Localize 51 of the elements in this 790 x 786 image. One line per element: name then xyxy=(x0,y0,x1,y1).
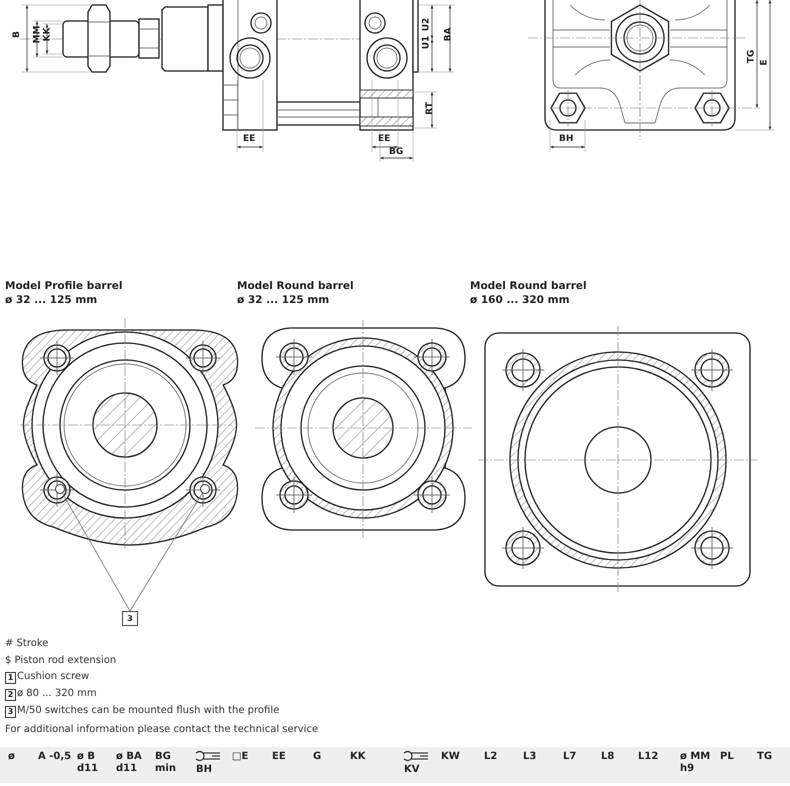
note-text: Cushion screw xyxy=(17,671,90,683)
view-title: Model Profile barrel xyxy=(5,280,122,293)
column-header: TG xyxy=(757,751,774,762)
note-number: 1 xyxy=(5,672,16,684)
column-header: L7 xyxy=(563,751,578,762)
dimension-label: TG xyxy=(747,50,756,64)
column-header: G xyxy=(313,751,322,762)
column-header: KK xyxy=(350,751,367,762)
dimension-label: MM xyxy=(33,26,42,44)
column-header: ø B d11 xyxy=(77,751,100,774)
dimension-label: U1 xyxy=(422,36,432,50)
column-header: PL xyxy=(720,751,735,762)
dimension-label: EE xyxy=(243,135,256,144)
dimension-label: BG xyxy=(389,148,404,157)
column-header: □E xyxy=(232,751,250,762)
column-header: L8 xyxy=(601,751,616,762)
note-text: $ Piston rod extension xyxy=(5,655,116,667)
note-text: For additional information please contact the technical service xyxy=(5,724,318,736)
column-header: L12 xyxy=(638,751,660,762)
dimension-label: BA xyxy=(444,28,454,42)
view-title: ø 160 ... 320 mm xyxy=(470,294,570,307)
column-header: KW xyxy=(441,751,461,762)
note-number: 2 xyxy=(5,689,16,701)
leader-line xyxy=(130,492,203,612)
dimension-label: U2 xyxy=(422,18,432,32)
column-header: BH xyxy=(196,764,213,776)
column-header: EE xyxy=(272,751,287,762)
note-text: ø 80 ... 320 mm xyxy=(17,688,97,700)
dimension-label: BH xyxy=(559,135,574,144)
column-header: L3 xyxy=(523,751,538,762)
note-text: M/50 switches can be mounted flush with the profile xyxy=(17,705,280,717)
callout-number: 3 xyxy=(122,611,138,626)
dimension-label: B xyxy=(12,31,22,38)
view-title: ø 32 ... 125 mm xyxy=(5,294,98,307)
column-header: A -0,5 xyxy=(38,751,72,762)
view-title: Model Round barrel xyxy=(237,280,354,293)
dimension-label: EE xyxy=(378,135,390,144)
note-text: # Stroke xyxy=(5,638,48,650)
column-header: ø xyxy=(8,751,16,762)
column-header: KV xyxy=(404,764,420,776)
dimension-label: RT xyxy=(426,102,435,115)
column-header: ø BA d11 xyxy=(116,751,143,774)
dimension-label: E xyxy=(760,59,770,66)
column-header: L2 xyxy=(484,751,498,762)
note-number: 3 xyxy=(5,706,16,718)
view-title: Model Round barrel xyxy=(470,280,587,293)
column-header: ø MM h9 xyxy=(680,751,712,774)
column-header: BG min xyxy=(155,751,177,774)
view-title: ø 32 ... 125 mm xyxy=(237,294,330,307)
leader-line xyxy=(62,492,130,612)
dimension-label: KK xyxy=(43,28,52,42)
